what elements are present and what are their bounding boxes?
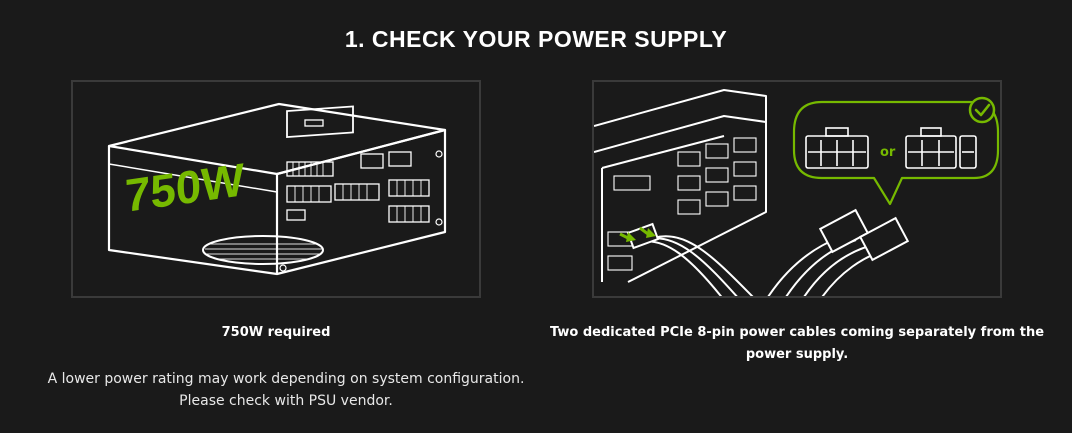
psu-note: A lower power rating may work depending … xyxy=(20,368,552,412)
psu-note-line1: A lower power rating may work depending … xyxy=(47,371,525,387)
connector-or-label: or xyxy=(880,145,896,160)
psu-requirement-caption: 750W required xyxy=(71,322,481,344)
pcie-cables-caption: Two dedicated PCIe 8-pin power cables co… xyxy=(548,322,1046,366)
pcie-cables-illustration-panel: or xyxy=(592,80,1002,298)
wattage-label: 750W xyxy=(124,153,245,222)
pcie-cables-caption-line2: power supply. xyxy=(745,347,849,362)
psu-requirement-text: 750W required xyxy=(221,325,331,340)
psu-illustration-panel: 750W xyxy=(71,80,481,298)
pcie-cables-caption-line1: Two dedicated PCIe 8-pin power cables co… xyxy=(549,325,1045,340)
pcie-cables-illustration: or xyxy=(594,89,1000,296)
check-circle-icon xyxy=(968,96,996,124)
page-title: 1. CHECK YOUR POWER SUPPLY xyxy=(344,26,728,52)
psu-illustration: 750W xyxy=(107,102,447,276)
psu-note-line2: Please check with PSU vendor. xyxy=(179,393,393,409)
